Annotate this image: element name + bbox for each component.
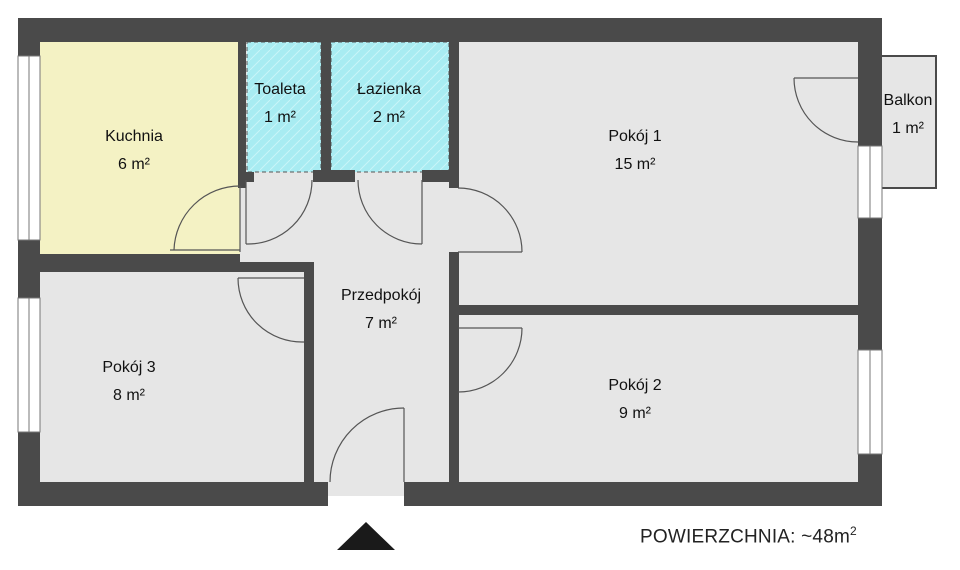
- door-swings: [170, 77, 859, 483]
- room3-name: Pokój 3: [102, 359, 155, 376]
- total-area-text: POWIERZCHNIA: ~48m: [640, 526, 850, 548]
- bathroom-floor: [330, 41, 450, 173]
- room2-area: 9 m²: [619, 405, 652, 422]
- kitchen-area: 6 m²: [118, 156, 151, 173]
- toilet-area: 1 m²: [264, 109, 297, 126]
- hall-area: 7 m²: [365, 315, 398, 332]
- kitchen-floor: [40, 42, 240, 254]
- entrance-opening: [328, 482, 404, 496]
- room3-area: 8 m²: [113, 387, 146, 404]
- entrance-arrow-icon: [337, 522, 395, 550]
- bathroom-name: Łazienka: [357, 81, 421, 98]
- kitchen-name: Kuchnia: [105, 128, 163, 145]
- room1-name: Pokój 1: [608, 128, 661, 145]
- total-area-label: POWIERZCHNIA: ~48m2: [640, 524, 857, 548]
- bathroom-area: 2 m²: [373, 109, 406, 126]
- balcony-floor: [877, 55, 937, 189]
- toilet-floor: [246, 41, 322, 173]
- toilet-name: Toaleta: [254, 81, 306, 98]
- room2-name: Pokój 2: [608, 377, 661, 394]
- balcony-name: Balkon: [884, 92, 933, 109]
- total-area-superscript: 2: [850, 524, 857, 538]
- room1-area: 15 m²: [615, 156, 657, 173]
- balcony-area: 1 m²: [892, 120, 925, 137]
- hall-name: Przedpokój: [341, 287, 421, 304]
